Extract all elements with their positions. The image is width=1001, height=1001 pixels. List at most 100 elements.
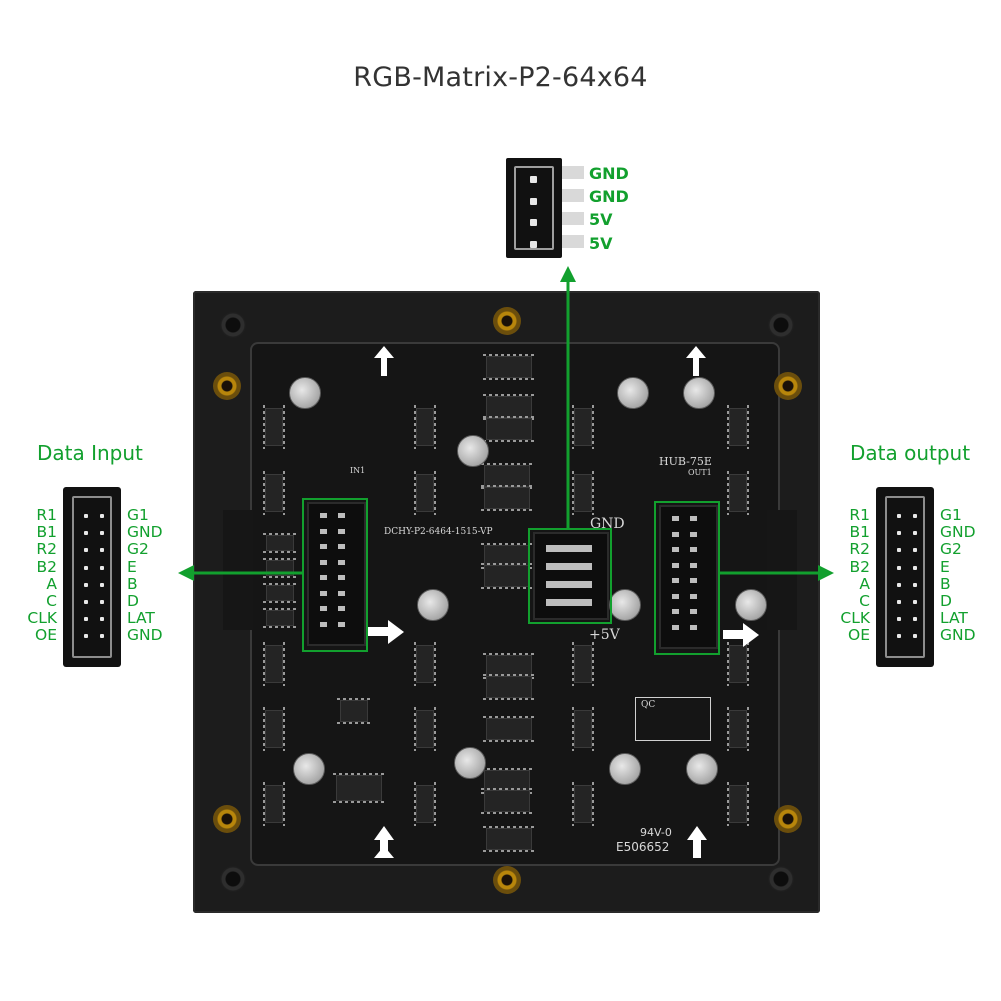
mounting-hole [493,866,521,894]
data-output-pin-label: G1 [940,506,962,524]
ic-chip [414,707,436,751]
panel-screw [220,312,246,338]
ic-chip [483,674,535,700]
header-pin [546,599,592,606]
header-pin [672,547,679,552]
header-pin [320,528,327,534]
out-silk: OUT1 [688,468,712,477]
capacitor [617,377,649,409]
panel-mount-tab [223,510,253,630]
power-highlight-box [528,528,612,624]
header-pin [690,562,697,568]
connector-pin [84,582,88,587]
data-input-pin-label: B2 [36,557,58,576]
connector-pin [84,600,88,604]
header-pin [338,513,345,518]
data-output-pin-label: OE [848,626,870,645]
connector-pin [897,617,901,622]
ic-chip [572,405,594,449]
connector-pin [897,582,901,587]
connector-pin [100,617,104,622]
capacitor [609,589,641,621]
ic-chip [263,782,285,826]
power-pin-lead [562,189,584,202]
hub-label: HUB-75E [659,455,712,468]
data-input-pin-label: B1 [36,523,58,542]
cert-code: 94V-0 [640,826,672,839]
connector-pin [897,634,901,639]
capacitor [609,753,641,785]
power-pin-lead [562,166,584,179]
data-input-pin-label: E [127,557,137,576]
header-pin [320,544,327,549]
connector-pin [84,634,88,639]
ic-chip [481,563,533,589]
panel-screw [768,312,794,338]
data-input-connector [63,487,121,667]
ic-chip [727,405,749,449]
connector-pin [913,548,917,553]
header-pin [546,581,592,588]
data-output-pin-label: LAT [940,609,968,628]
header-pin [672,578,679,583]
header-pin [338,621,345,627]
header-pin [338,544,345,549]
header-pin [338,590,345,596]
data-input-pin-label: LAT [127,609,155,628]
qc-box [635,697,711,741]
capacitor [686,753,718,785]
panel-screw [220,866,246,892]
connector-pin [100,565,104,570]
capacitor [683,377,715,409]
capacitor [289,377,321,409]
ic-chip [572,707,594,751]
data-output-pin-label: R1 [849,506,870,524]
data-input-pin-label: GND [127,626,163,645]
data-output-title: Data output [850,441,971,465]
header-pin [320,513,327,518]
cert-number: E506652 [616,840,670,854]
data-input-pin-label: A [46,574,57,593]
ic-chip [333,773,385,803]
output-header [659,505,718,649]
data-input-pin-label: D [127,592,139,610]
data-output-pin-label: B [940,574,951,593]
ic-chip [414,405,436,449]
mounting-hole [493,307,521,335]
header-pin [546,545,592,552]
data-output-pin-label: D [940,592,952,610]
ic-chip [337,698,371,724]
data-output-pin-label: E [940,557,950,576]
connector-pin [913,634,917,639]
ic-chip [263,642,285,686]
ic-chip [572,782,594,826]
header-pin [320,606,327,611]
ic-chip [263,471,285,515]
capacitor [735,589,767,621]
header-pin [320,559,327,565]
connector-pin [913,514,917,518]
connector-pin [897,600,901,604]
power-pin-label: 5V [589,234,613,253]
connector-pin [100,514,104,518]
panel-mount-tab [767,510,797,630]
power-pin-lead [562,235,584,248]
ic-chip [263,583,297,603]
ic-chip [414,642,436,686]
data-input-pin-label: B [127,574,138,593]
ic-chip [414,782,436,826]
ic-chip [263,405,285,449]
header-pin [690,547,697,552]
connector-pin [913,617,917,622]
header-pin [690,578,697,583]
data-output-pin-label: C [859,592,870,610]
connector-pin [897,548,901,553]
header-pin [672,516,679,521]
mounting-hole [213,372,241,400]
ic-chip [481,788,533,814]
ic-chip [727,642,749,686]
ic-chip [263,533,297,553]
ic-chip [727,707,749,751]
data-output-pin-label: B2 [849,557,871,576]
data-input-pin-label: R1 [36,506,57,524]
